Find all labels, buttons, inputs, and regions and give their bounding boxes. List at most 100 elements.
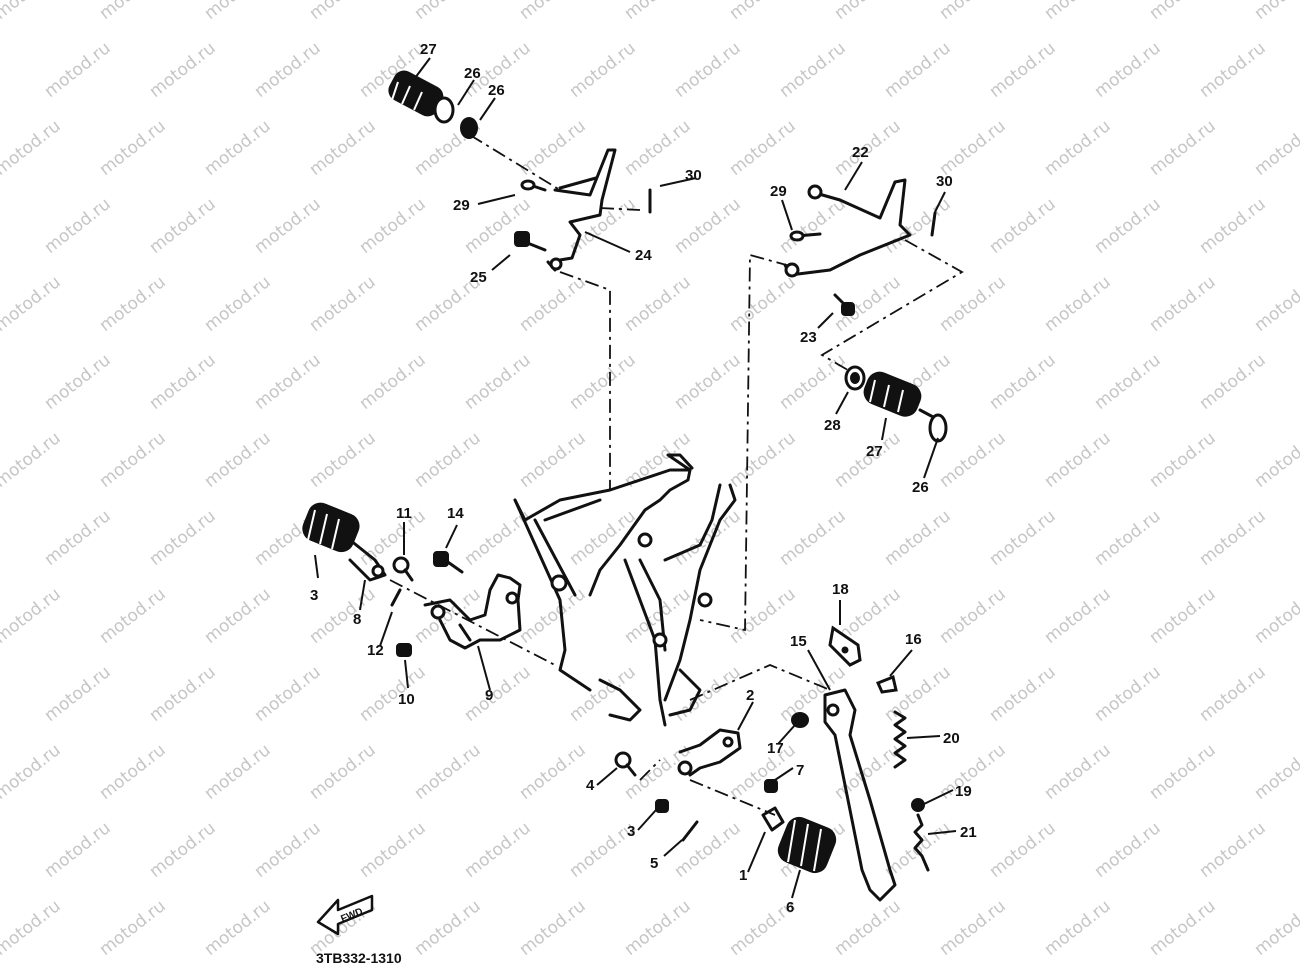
- watermark-text: motod.ru: [146, 194, 220, 258]
- watermark-text: motod.ru: [461, 194, 535, 258]
- plate-18: [828, 625, 862, 667]
- watermark-text: motod.ru: [1091, 194, 1165, 258]
- watermark-text: motod.ru: [726, 116, 800, 180]
- pin-4: [614, 751, 637, 777]
- callout-6: 6: [786, 899, 794, 916]
- watermark-text: motod.ru: [1196, 818, 1270, 882]
- callout-3: 3: [627, 823, 635, 840]
- watermark-text: motod.ru: [0, 428, 65, 492]
- nut-10: [396, 643, 412, 657]
- watermark-text: motod.ru: [201, 584, 275, 648]
- callout-9: 9: [485, 687, 493, 704]
- callout-27: 27: [420, 41, 437, 58]
- watermark-text: motod.ru: [621, 116, 695, 180]
- watermark-text: motod.ru: [201, 116, 275, 180]
- watermark-text: motod.ru: [516, 0, 590, 24]
- bolt-14: [433, 551, 464, 574]
- callout-labels: 27 26 26 29 30 24 25 22 29 30 23 28 27 2…: [310, 41, 977, 916]
- watermark-text: motod.ru: [566, 662, 640, 726]
- nut-3: [655, 799, 669, 813]
- callout-30: 30: [685, 167, 702, 184]
- watermark-text: motod.ru: [726, 584, 800, 648]
- callout-26: 26: [488, 82, 505, 99]
- callout-11: 11: [396, 505, 412, 522]
- watermark-text: motod.ru: [1041, 272, 1115, 336]
- assembly-guide-lines: [389, 134, 964, 816]
- watermark-text: motod.ru: [1146, 272, 1220, 336]
- watermark-text: motod.ru: [671, 350, 745, 414]
- cotter-30-right: [930, 211, 937, 237]
- callout-3: 3: [310, 587, 318, 604]
- watermark-text: motod.ru: [0, 0, 65, 24]
- watermark-text: motod.ru: [0, 896, 65, 960]
- watermark-text: motod.ru: [1146, 896, 1220, 960]
- watermark-text: motod.ru: [306, 0, 380, 24]
- watermark-text: motod.ru: [461, 662, 535, 726]
- watermark-text: motod.ru: [621, 272, 695, 336]
- callout-12: 12: [367, 642, 384, 659]
- watermark-text: motod.ru: [41, 38, 115, 102]
- watermark-text: motod.ru: [41, 350, 115, 414]
- watermark-text: motod.ru: [986, 350, 1060, 414]
- watermark-text: motod.ru: [986, 194, 1060, 258]
- watermark-text: motod.ru: [776, 194, 850, 258]
- callout-26: 26: [912, 479, 929, 496]
- callout-27: 27: [866, 443, 883, 460]
- watermark-text: motod.ru: [251, 194, 325, 258]
- watermark-text: motod.ru: [41, 662, 115, 726]
- watermark-text: motod.ru: [1196, 350, 1270, 414]
- callout-23: 23: [800, 329, 817, 346]
- watermark-text: motod.ru: [1251, 428, 1300, 492]
- spring-19: [911, 798, 925, 812]
- watermark-text: motod.ru: [831, 896, 905, 960]
- callout-7: 7: [796, 762, 804, 779]
- watermark-text: motod.ru: [251, 350, 325, 414]
- watermark-text: motod.ru: [566, 350, 640, 414]
- watermark-text: motod.ru: [1041, 740, 1115, 804]
- watermark-text: motod.ru: [1146, 0, 1220, 24]
- watermark-text: motod.ru: [881, 506, 955, 570]
- watermark-text: motod.ru: [1251, 116, 1300, 180]
- watermark-text: motod.ru: [1146, 428, 1220, 492]
- watermark-text: motod.ru: [831, 428, 905, 492]
- watermark-text: motod.ru: [936, 584, 1010, 648]
- watermark-text: motod.ru: [1251, 584, 1300, 648]
- bolt-25: [514, 231, 547, 252]
- spring-12: [390, 588, 402, 607]
- drawing-number: 3TB332-1310: [316, 950, 402, 966]
- watermark-text: motod.ru: [1251, 896, 1300, 960]
- bolt-16: [875, 674, 898, 694]
- callout-14: 14: [447, 505, 464, 522]
- callout-22: 22: [852, 144, 869, 161]
- watermark-text: motod.ru: [1091, 38, 1165, 102]
- sidestand-15: [823, 688, 897, 902]
- watermark-text: motod.ru: [1146, 116, 1220, 180]
- watermark-text: motod.ru: [0, 272, 65, 336]
- pin-29-left: [520, 179, 547, 192]
- watermark-text: motod.ru: [566, 38, 640, 102]
- callout-8: 8: [353, 611, 361, 628]
- watermark-text: motod.ru: [306, 740, 380, 804]
- bolt-7: [764, 779, 778, 793]
- callout-4: 4: [586, 777, 595, 794]
- watermark-text: motod.ru: [41, 506, 115, 570]
- bolt-23: [833, 293, 855, 316]
- watermark-text: motod.ru: [356, 194, 430, 258]
- watermark-text: motod.ru: [461, 350, 535, 414]
- watermark-text: motod.ru: [201, 0, 275, 24]
- watermark-text: motod.ru: [461, 818, 535, 882]
- footrest-8-left: [302, 502, 387, 582]
- watermark-text: motod.ru: [936, 116, 1010, 180]
- spring-20: [893, 710, 907, 769]
- watermark-text: motod.ru: [1196, 194, 1270, 258]
- watermark-text: motod.ru: [726, 428, 800, 492]
- callout-26: 26: [464, 65, 481, 82]
- callout-29: 29: [770, 183, 787, 200]
- watermark-text: motod.ru: [621, 896, 695, 960]
- watermark-text: motod.ru: [986, 38, 1060, 102]
- watermark-text: motod.ru: [776, 506, 850, 570]
- watermark-text: motod.ru: [96, 584, 170, 648]
- watermark-text: motod.ru: [96, 896, 170, 960]
- nut-17: [791, 712, 809, 728]
